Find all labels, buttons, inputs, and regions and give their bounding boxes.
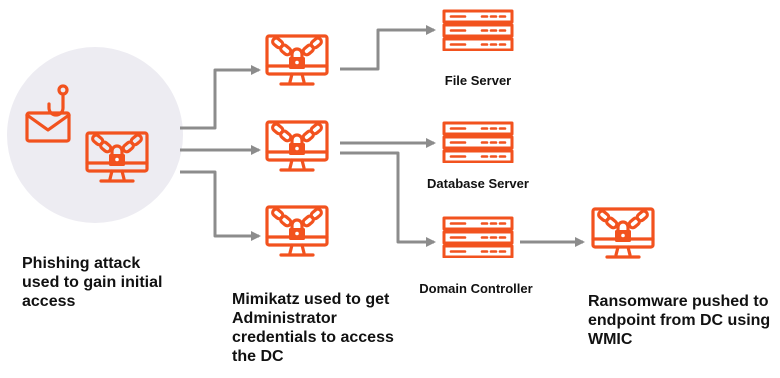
domain-controller-label: Domain Controller [419,281,533,296]
phishing-hook-email-icon [25,84,71,143]
compromised-host-bottom-icon [265,205,329,257]
database-server-label: Database Server [427,176,529,191]
ransomware-endpoint-icon [591,207,655,259]
file-server-label: File Server [444,73,512,88]
arrow-to-bottom-host [180,170,261,241]
arrow-to-file-server [340,25,436,71]
database-server-icon [442,121,514,163]
arrow-to-domain-controller [340,151,436,247]
phishing-caption: Phishing attack used to gain initial acc… [22,255,163,310]
mimikatz-caption: Mimikatz used to get Administrator crede… [232,291,394,365]
file-server-icon [442,9,514,51]
domain-controller-icon [442,216,514,258]
ransomware-caption: Ransomware pushed to endpoint from DC us… [588,293,771,348]
compromised-host-middle-icon [265,120,329,172]
compromised-host-top-icon [265,34,329,86]
arrow-to-top-host [180,65,261,130]
